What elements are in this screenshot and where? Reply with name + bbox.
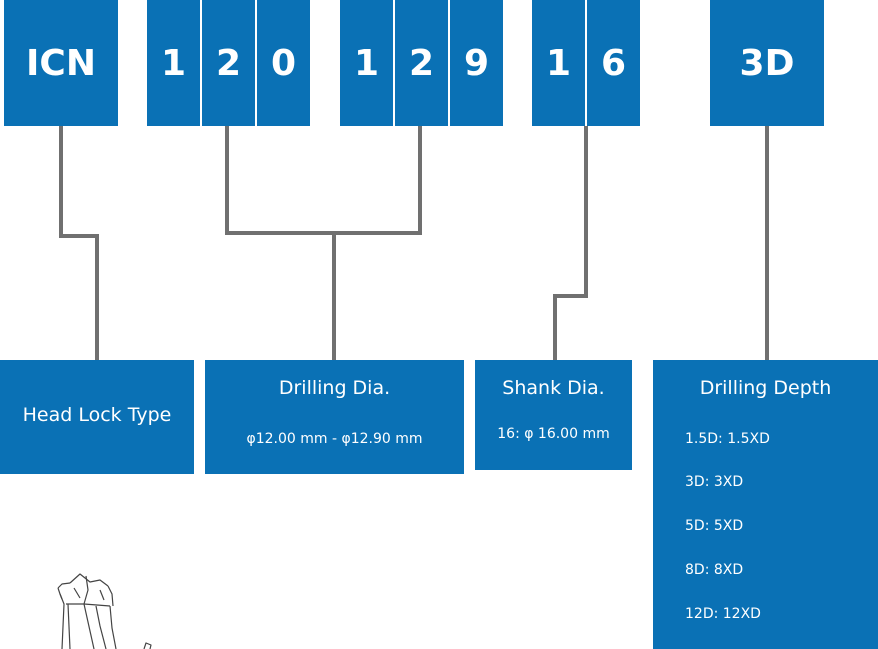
code-box-shank-2: 6 bbox=[587, 0, 640, 126]
drilling-depth-item: 8D: 8XD bbox=[685, 562, 744, 578]
code-box-digit-2: 2 bbox=[202, 0, 255, 126]
drilling-depth-item: 1.5D: 1.5XD bbox=[685, 431, 770, 447]
shank-dia-title: Shank Dia. bbox=[502, 377, 605, 399]
code-box-prefix: ICN bbox=[4, 0, 118, 126]
drilling-depth-item: 3D: 3XD bbox=[685, 474, 744, 490]
drilling-dia-box: Drilling Dia. φ12.00 mm - φ12.90 mm bbox=[205, 360, 464, 474]
connector-drilling-dia bbox=[225, 126, 422, 235]
drilling-depth-item: 5D: 5XD bbox=[685, 518, 744, 534]
code-box-digit-6: 9 bbox=[450, 0, 503, 126]
code-box-digit-1: 1 bbox=[147, 0, 200, 126]
drilling-depth-title: Drilling Depth bbox=[699, 377, 832, 399]
code-box-digit-5: 2 bbox=[395, 0, 448, 126]
connector-shank-dia bbox=[553, 126, 588, 360]
drilling-dia-title: Drilling Dia. bbox=[278, 377, 391, 399]
shank-dia-box: Shank Dia. 16: φ 16.00 mm bbox=[475, 360, 632, 470]
drilling-depth-item: 12D: 12XD bbox=[685, 606, 761, 622]
code-box-digit-3: 0 bbox=[257, 0, 310, 126]
shank-dia-detail: 16: φ 16.00 mm bbox=[497, 426, 610, 442]
code-box-digit-4: 1 bbox=[340, 0, 393, 126]
head-lock-title: Head Lock Type bbox=[22, 404, 172, 426]
drilling-depth-box: Drilling Depth 1.5D: 1.5XD 3D: 3XD 5D: 5… bbox=[653, 360, 878, 649]
code-box-depth: 3D bbox=[710, 0, 824, 126]
drilling-dia-detail: φ12.00 mm - φ12.90 mm bbox=[246, 431, 423, 447]
head-lock-box: Head Lock Type bbox=[0, 360, 194, 474]
connector-head-lock bbox=[59, 126, 99, 360]
code-box-shank-1: 1 bbox=[532, 0, 585, 126]
